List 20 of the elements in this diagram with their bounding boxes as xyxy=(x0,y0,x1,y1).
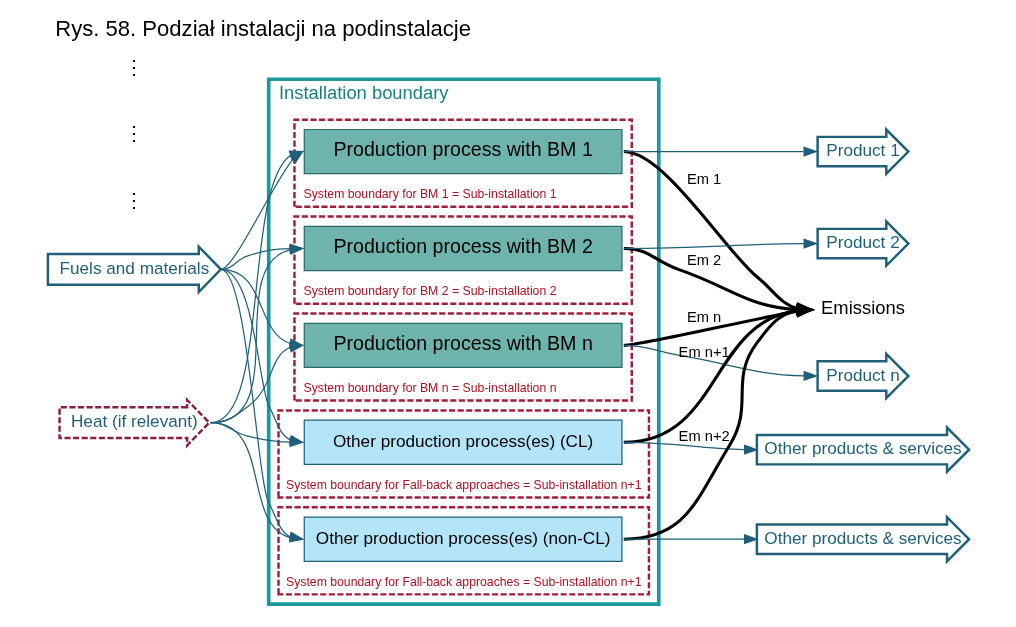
edge-label: Em n+1 xyxy=(678,344,730,361)
node-box: Production process with BM n xyxy=(303,322,623,369)
arrow xyxy=(622,238,818,250)
diagram-title: Rys. 58. Podział instalacji na podinstalacje xyxy=(54,15,471,41)
edge-label: Em 1 xyxy=(686,171,721,188)
arrow xyxy=(622,344,818,382)
node-text: Emissions xyxy=(820,297,905,319)
node-box: Production process with BM 1 xyxy=(303,128,623,175)
arrow xyxy=(622,534,759,545)
node-box: Other production process(es) (non-CL) xyxy=(303,516,623,562)
edge-label: Em n+2 xyxy=(678,427,730,444)
edge-label: Em n xyxy=(686,308,721,325)
label: ⋮ xyxy=(123,56,144,79)
label: ⋮ xyxy=(123,188,144,211)
arrow xyxy=(622,441,759,455)
edge-label: Em 2 xyxy=(686,252,721,269)
node-box: Other production process(es) (CL) xyxy=(303,419,623,465)
arrow xyxy=(622,146,818,157)
label: ⋮ xyxy=(123,122,144,145)
node-box: Production process with BM 2 xyxy=(303,225,623,272)
